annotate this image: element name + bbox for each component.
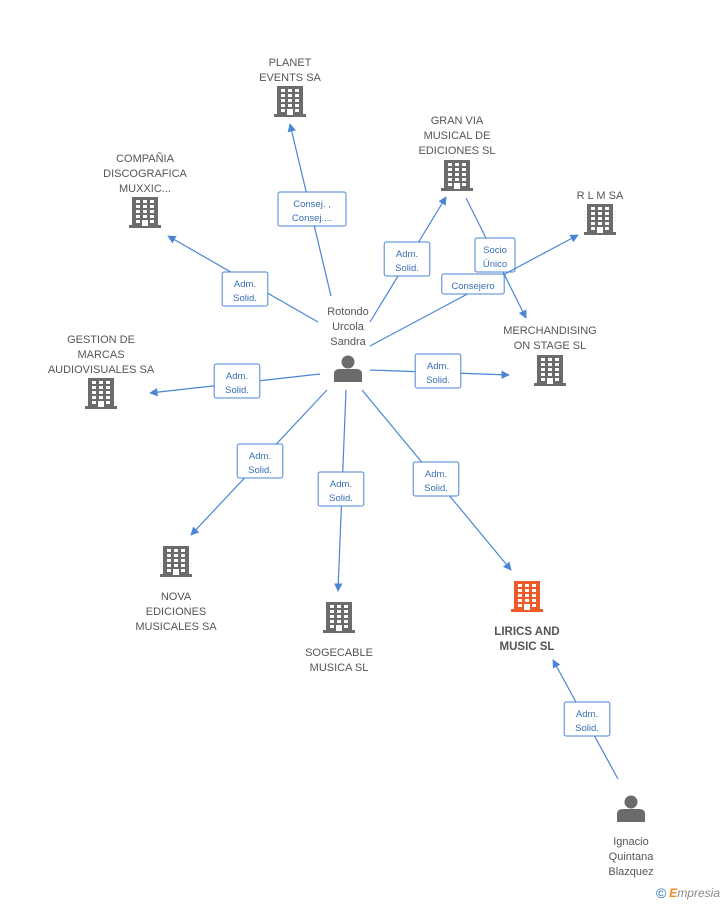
node-gestion[interactable]: GESTION DE MARCAS AUDIOVISUALES SA (48, 334, 155, 409)
node-sogecable[interactable]: SOGECABLE MUSICA SL (305, 602, 373, 674)
edge-label-text: Solid. (233, 293, 257, 304)
edge-label-box[interactable] (236, 443, 284, 479)
edge-center-nova: Adm. Solid. (190, 389, 328, 536)
node-label: EDICIONES SL (418, 145, 495, 157)
node-granvia[interactable]: GRAN VIA MUSICAL DE EDICIONES SL (418, 115, 496, 191)
building-icon (441, 160, 473, 191)
edge-center-merch: Adm. Solid. (369, 353, 510, 389)
node-label: LIRICS AND (494, 626, 559, 638)
edge-center-planet: Consej. , Consej.... (277, 123, 347, 297)
node-rlm[interactable]: R L M SA (577, 190, 624, 235)
edge-center-gestion: Adm. Solid. (149, 363, 321, 399)
edge-label-text: Adm. (330, 479, 352, 490)
edge-label-text: Adm. (396, 249, 418, 260)
person-icon (334, 355, 362, 382)
node-label: MERCHANDISING (503, 325, 597, 337)
node-nova[interactable]: NOVA EDICIONES MUSICALES SA (135, 546, 217, 633)
edge-label-text: Adm. (576, 709, 598, 720)
edge-label-text: Solid. (248, 465, 272, 476)
edge-label-text: Adm. (425, 469, 447, 480)
edge-center-rlm: Consejero (369, 234, 579, 347)
edge-label-text: Solid. (575, 723, 599, 734)
building-icon (511, 581, 543, 612)
node-label: GESTION DE (67, 334, 135, 346)
node-label: R L M SA (577, 190, 624, 202)
brand-logo-text: mpresia (677, 886, 720, 900)
edge-label-box[interactable] (221, 271, 269, 307)
edge-label-text: Socio (483, 245, 507, 256)
edge-label-box[interactable] (474, 237, 516, 273)
node-lirics[interactable]: LIRICS AND MUSIC SL (494, 581, 560, 653)
node-planet[interactable]: PLANET EVENTS SA (259, 57, 322, 117)
brand-logo-initial: E (669, 886, 678, 900)
node-label: MUSIC SL (500, 641, 555, 653)
edges-layer: Consej. ,Consej....Adm.Solid.SocioÚnicoC… (149, 123, 619, 780)
node-label: MUSICAL DE (424, 130, 491, 142)
node-label: Quintana (609, 851, 655, 863)
node-label: MUSICALES SA (135, 621, 217, 633)
node-label: Sandra (330, 336, 366, 348)
edge-center-lirics: Adm. Solid. (361, 389, 512, 571)
node-label: MUXXIC... (119, 183, 171, 195)
edge-label-box[interactable] (563, 701, 611, 737)
node-label: ON STAGE SL (514, 340, 587, 352)
edge-label-box[interactable] (414, 353, 462, 389)
node-label: Rotondo (327, 306, 369, 318)
node-label: Blazquez (608, 866, 653, 878)
edge-label-box[interactable] (213, 363, 261, 399)
edge-label-text: Consej.... (292, 213, 332, 224)
building-icon (274, 86, 306, 117)
edge-label-text: Consej. , (293, 199, 331, 210)
edge-label-text: Único (483, 259, 507, 270)
node-label: DISCOGRAFICA (103, 168, 187, 180)
node-compania[interactable]: COMPAÑIA DISCOGRAFICA MUXXIC... (103, 152, 188, 228)
node-label: COMPAÑIA (116, 152, 175, 165)
node-label: NOVA (161, 591, 192, 603)
edge-label-text: Adm. (226, 371, 248, 382)
edge-label-text: Solid. (395, 263, 419, 274)
building-icon (160, 546, 192, 577)
edge-label-box[interactable] (412, 461, 460, 497)
node-label: EDICIONES (146, 606, 207, 618)
node-merch[interactable]: MERCHANDISING ON STAGE SL (503, 325, 597, 386)
edge-label-box[interactable] (277, 191, 347, 227)
node-label: Urcola (332, 321, 365, 333)
edge-label-text: Solid. (329, 493, 353, 504)
edge-label-text: Adm. (234, 279, 256, 290)
edge-label-text: Solid. (225, 385, 249, 396)
edge-label-box[interactable] (441, 273, 505, 295)
edge-label-box[interactable] (383, 241, 431, 277)
node-label: MARCAS (77, 349, 124, 361)
edge-center-granvia: Adm. Solid. (369, 196, 447, 323)
building-icon (584, 204, 616, 235)
edge-center-sogecable: Adm. Solid. (317, 389, 365, 592)
building-icon (323, 602, 355, 633)
edge-label-text: Adm. (427, 361, 449, 372)
node-label: EVENTS SA (259, 72, 321, 84)
node-label: PLANET (269, 57, 312, 69)
edge-ignacio-lirics: Adm. Solid. (552, 659, 619, 780)
building-icon (534, 355, 566, 386)
node-label: MUSICA SL (310, 662, 369, 674)
node-label: Ignacio (613, 836, 648, 848)
edge-label-text: Solid. (426, 375, 450, 386)
node-label: SOGECABLE (305, 647, 373, 659)
copyright-icon: © (655, 885, 667, 901)
edge-label-text: Consejero (451, 281, 494, 292)
edge-label-text: Solid. (424, 483, 448, 494)
building-icon (85, 378, 117, 409)
node-label: GRAN VIA (431, 115, 484, 127)
building-icon (129, 197, 161, 228)
edge-center-compania: Adm. Solid. (167, 235, 319, 323)
person-icon (617, 795, 645, 822)
node-label: AUDIOVISUALES SA (48, 364, 155, 376)
edge-label-box[interactable] (317, 471, 365, 507)
edge-label-text: Adm. (249, 451, 271, 462)
